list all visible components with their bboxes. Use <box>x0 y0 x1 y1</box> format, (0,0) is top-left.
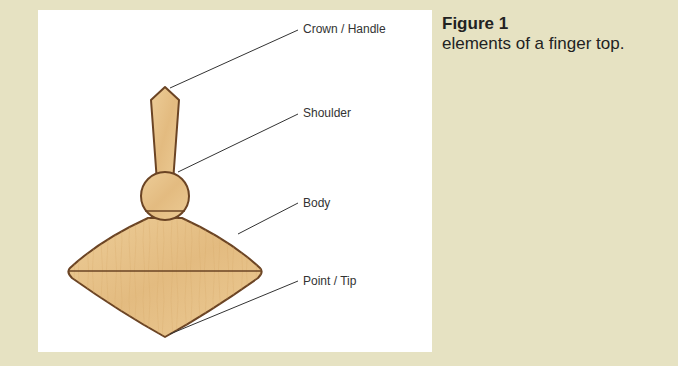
figure-panel <box>38 10 432 352</box>
part-label: Shoulder <box>303 106 351 120</box>
figure-title: Figure 1 <box>442 14 642 34</box>
leader-lines <box>170 30 298 334</box>
part-label: Body <box>303 196 330 210</box>
figure-caption: Figure 1elements of a finger top. <box>442 14 642 54</box>
part-label: Crown / Handle <box>303 22 386 36</box>
caption-text: elements of a finger top. <box>442 34 642 54</box>
part-label: Point / Tip <box>303 274 356 288</box>
